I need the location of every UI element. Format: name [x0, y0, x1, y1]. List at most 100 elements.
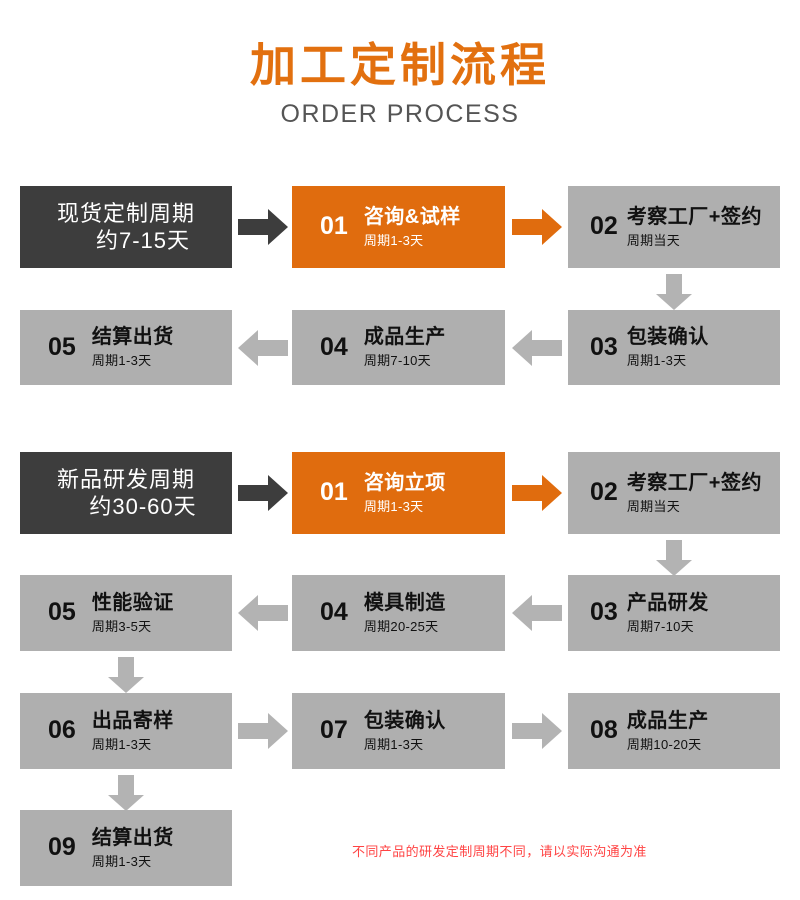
- stock-step-01-number: 01: [320, 212, 348, 241]
- stock-step-01[interactable]: 01 咨询&试样 周期1-3天: [292, 186, 505, 268]
- newproduct-step-07-sub: 周期1-3天: [363, 736, 424, 752]
- stock-step-01-label: 咨询&试样: [363, 205, 461, 228]
- newproduct-step-06-texts: 出品寄样 周期1-3天: [92, 709, 174, 754]
- stock-step-04-texts: 成品生产 周期7-10天: [364, 325, 446, 370]
- stock-step-01-sub: 周期1-3天: [363, 232, 424, 248]
- newproduct-step-06-content: 06 出品寄样 周期1-3天: [20, 709, 232, 754]
- newproduct-step-08[interactable]: 08 成品生产 周期10-20天: [568, 693, 780, 769]
- stock-step-05-texts: 结算出货 周期1-3天: [92, 325, 174, 370]
- newproduct-step-05-content: 05 性能验证 周期3-5天: [20, 591, 232, 636]
- arrow-left-icon: [238, 593, 288, 633]
- newproduct-step-01-number: 01: [320, 478, 348, 507]
- stock-step-04-number: 04: [320, 332, 348, 361]
- stock-step-02-content: 02 考察工厂+签约 周期当天: [568, 205, 780, 250]
- stock-step-05[interactable]: 05 结算出货 周期1-3天: [20, 310, 232, 385]
- newproduct-step-09-label: 结算出货: [91, 826, 174, 849]
- newproduct-period-line1: 新品研发周期: [56, 466, 195, 492]
- stock-step-04[interactable]: 04 成品生产 周期7-10天: [292, 310, 505, 385]
- newproduct-step-08-label: 成品生产: [626, 709, 709, 732]
- newproduct-step-01-label: 咨询立项: [363, 471, 446, 494]
- stock-step-05-sub: 周期1-3天: [91, 353, 152, 369]
- newproduct-step-04-sub: 周期20-25天: [363, 618, 439, 634]
- page-subtitle: ORDER PROCESS: [280, 99, 520, 128]
- stock-step-02[interactable]: 02 考察工厂+签约 周期当天: [568, 186, 780, 268]
- arrow-right-icon: [512, 711, 562, 751]
- newproduct-step-09[interactable]: 09 结算出货 周期1-3天: [20, 810, 232, 886]
- stock-step-03-sub: 周期1-3天: [626, 353, 687, 369]
- stock-step-04-sub: 周期7-10天: [363, 353, 431, 369]
- newproduct-step-04[interactable]: 04 模具制造 周期20-25天: [292, 575, 505, 651]
- stock-step-04-label: 成品生产: [363, 326, 446, 349]
- newproduct-step-09-number: 09: [48, 833, 76, 862]
- newproduct-step-03-sub: 周期7-10天: [626, 618, 694, 634]
- stock-step-03-texts: 包装确认 周期1-3天: [627, 325, 709, 370]
- newproduct-step-03-label: 产品研发: [626, 591, 709, 614]
- newproduct-step-05-texts: 性能验证 周期3-5天: [92, 591, 174, 636]
- newproduct-step-02-number: 02: [590, 478, 618, 507]
- newproduct-step-05[interactable]: 05 性能验证 周期3-5天: [20, 575, 232, 651]
- page-title: 加工定制流程: [250, 39, 550, 91]
- newproduct-step-01-content: 01 咨询立项 周期1-3天: [292, 471, 505, 516]
- newproduct-step-09-texts: 结算出货 周期1-3天: [92, 826, 174, 871]
- newproduct-step-01[interactable]: 01 咨询立项 周期1-3天: [292, 452, 505, 534]
- arrow-right-icon: [238, 207, 288, 247]
- newproduct-step-09-sub: 周期1-3天: [91, 853, 152, 869]
- newproduct-step-03-number: 03: [590, 598, 618, 627]
- newproduct-step-05-number: 05: [48, 598, 76, 627]
- newproduct-step-06-sub: 周期1-3天: [91, 736, 152, 752]
- newproduct-step-03[interactable]: 03 产品研发 周期7-10天: [568, 575, 780, 651]
- stock-period-line1: 现货定制周期: [56, 200, 195, 226]
- arrow-left-icon: [512, 593, 562, 633]
- arrow-left-icon: [238, 328, 288, 368]
- footnote-text: 不同产品的研发定制周期不同，请以实际沟通为准: [352, 844, 647, 859]
- newproduct-step-08-number: 08: [590, 716, 618, 745]
- stock-step-01-content: 01 咨询&试样 周期1-3天: [292, 205, 505, 250]
- stock-step-03-label: 包装确认: [626, 326, 709, 349]
- arrow-down-icon: [654, 540, 694, 576]
- newproduct-step-03-texts: 产品研发 周期7-10天: [627, 591, 709, 636]
- arrow-down-icon: [106, 775, 146, 811]
- newproduct-step-08-texts: 成品生产 周期10-20天: [627, 709, 709, 754]
- stock-step-03[interactable]: 03 包装确认 周期1-3天: [568, 310, 780, 385]
- stock-period-line2: 约7-15天: [95, 228, 191, 253]
- newproduct-step-06-number: 06: [48, 716, 76, 745]
- newproduct-step-07-label: 包装确认: [363, 709, 446, 732]
- stock-step-02-texts: 考察工厂+签约 周期当天: [627, 205, 762, 250]
- newproduct-step-03-content: 03 产品研发 周期7-10天: [568, 591, 780, 636]
- newproduct-step-08-sub: 周期10-20天: [626, 736, 702, 752]
- newproduct-step-02-content: 02 考察工厂+签约 周期当天: [568, 471, 780, 516]
- stock-step-05-number: 05: [48, 332, 76, 361]
- stock-step-05-content: 05 结算出货 周期1-3天: [20, 325, 232, 370]
- stock-step-03-number: 03: [590, 332, 618, 361]
- newproduct-step-01-texts: 咨询立项 周期1-3天: [364, 471, 446, 516]
- arrow-right-icon: [238, 473, 288, 513]
- newproduct-step-07-content: 07 包装确认 周期1-3天: [292, 709, 505, 754]
- arrow-right-icon: [512, 207, 562, 247]
- newproduct-step-04-label: 模具制造: [363, 591, 446, 614]
- newproduct-step-02[interactable]: 02 考察工厂+签约 周期当天: [568, 452, 780, 534]
- arrow-left-icon: [512, 328, 562, 368]
- page-header: 加工定制流程 ORDER PROCESS: [0, 0, 800, 129]
- newproduct-step-05-label: 性能验证: [91, 591, 174, 614]
- newproduct-period-line2: 约30-60天: [89, 494, 197, 519]
- newproduct-period-box: 新品研发周期 约30-60天: [20, 452, 232, 534]
- arrow-down-icon: [106, 657, 146, 693]
- stock-period-box: 现货定制周期 约7-15天: [20, 186, 232, 268]
- newproduct-step-07[interactable]: 07 包装确认 周期1-3天: [292, 693, 505, 769]
- newproduct-step-04-number: 04: [320, 598, 348, 627]
- stock-step-04-content: 04 成品生产 周期7-10天: [292, 325, 505, 370]
- newproduct-step-05-sub: 周期3-5天: [91, 618, 152, 634]
- newproduct-step-09-content: 09 结算出货 周期1-3天: [20, 826, 232, 871]
- stock-step-01-texts: 咨询&试样 周期1-3天: [364, 205, 461, 250]
- newproduct-step-04-content: 04 模具制造 周期20-25天: [292, 591, 505, 636]
- newproduct-step-01-sub: 周期1-3天: [363, 498, 424, 514]
- newproduct-step-06[interactable]: 06 出品寄样 周期1-3天: [20, 693, 232, 769]
- stock-step-02-label: 考察工厂+签约: [626, 205, 762, 228]
- newproduct-step-07-texts: 包装确认 周期1-3天: [364, 709, 446, 754]
- arrow-down-icon: [654, 274, 694, 310]
- newproduct-step-02-texts: 考察工厂+签约 周期当天: [627, 471, 762, 516]
- newproduct-step-06-label: 出品寄样: [91, 709, 174, 732]
- newproduct-step-02-sub: 周期当天: [626, 498, 681, 514]
- newproduct-step-07-number: 07: [320, 716, 348, 745]
